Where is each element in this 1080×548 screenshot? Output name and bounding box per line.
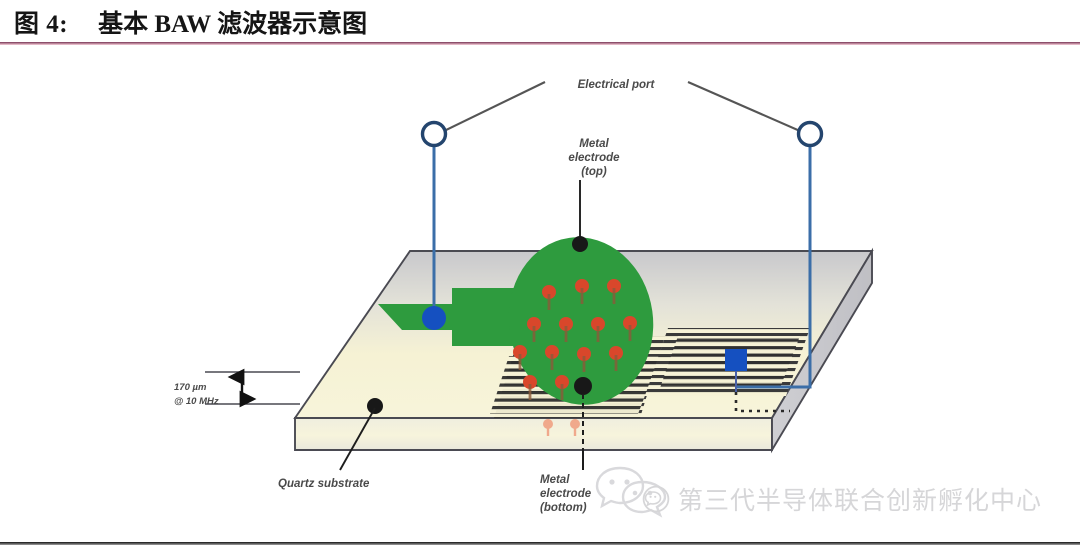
diagram-stage: Electrical port Metal electrode (top) xyxy=(0,46,1080,542)
baw-filter-diagram: Electrical port Metal electrode (top) xyxy=(174,79,874,514)
acoustic-wave-arrows-bottom xyxy=(543,419,580,436)
footer-divider xyxy=(0,542,1080,545)
electrical-port-leaders xyxy=(443,81,801,132)
label-thickness-line2: @ 10 MHz xyxy=(174,396,219,407)
label-thickness-line1: 170 µm xyxy=(174,382,207,393)
header-divider xyxy=(0,42,1080,45)
label-metal-electrode-bottom-line1: Metal xyxy=(540,474,570,486)
acoustic-wave-arrows xyxy=(513,279,637,400)
port-contact-left[interactable] xyxy=(422,306,446,330)
label-metal-electrode-top-line2: electrode xyxy=(568,152,620,164)
callout-dot-metal-electrode-top xyxy=(572,236,588,252)
label-metal-electrode-top-line3: (top) xyxy=(581,166,607,178)
electrical-port-right[interactable] xyxy=(736,120,824,389)
page-title: 基本 BAW 滤波器示意图 xyxy=(98,11,368,38)
leader-quartz-substrate xyxy=(339,407,376,471)
label-metal-electrode-top-line1: Metal xyxy=(579,138,609,150)
thickness-dimension xyxy=(205,368,300,408)
callout-dot-metal-electrode-bottom xyxy=(574,377,592,395)
callout-dot-quartz-substrate xyxy=(367,398,383,414)
port-ring-left[interactable] xyxy=(420,120,448,148)
label-metal-electrode-bottom-line3: (bottom) xyxy=(540,502,587,514)
port-contact-right[interactable] xyxy=(725,349,790,413)
label-quartz-substrate: Quartz substrate xyxy=(278,478,370,490)
label-electrical-port: Electrical port xyxy=(578,79,656,91)
electrical-port-left[interactable] xyxy=(420,120,448,319)
label-metal-electrode-bottom-line2: electrode xyxy=(540,488,592,500)
port-ring-right[interactable] xyxy=(796,120,824,148)
figure-number: 图 4: xyxy=(14,11,69,38)
figure-header: 图 4: 基本 BAW 滤波器示意图 xyxy=(0,0,1080,44)
